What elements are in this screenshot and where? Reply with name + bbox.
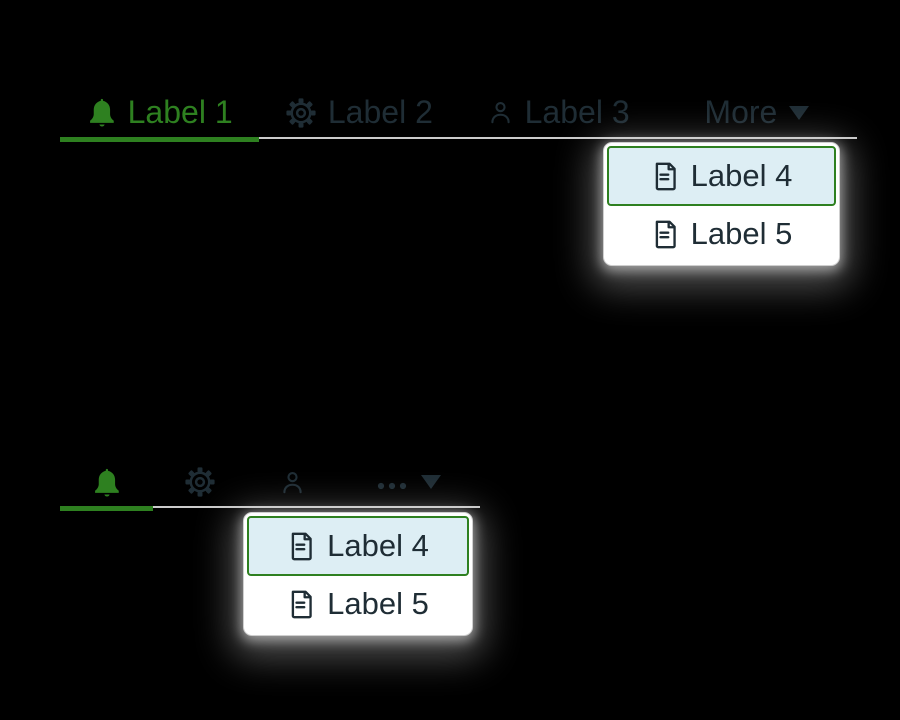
dropdown-menu: Label 4 Label 5 <box>243 512 473 636</box>
user-icon <box>279 466 306 499</box>
file-icon <box>651 160 680 193</box>
file-icon <box>287 588 316 621</box>
tab-label-1[interactable]: Label 1 <box>60 88 260 142</box>
more-label: More <box>704 94 778 130</box>
tab-label: Label 2 <box>327 94 433 130</box>
tabs-demo-icons-only <box>60 458 480 511</box>
tab-more-dropdown[interactable] <box>339 458 480 506</box>
menu-item-label-5[interactable]: Label 5 <box>247 576 469 632</box>
dropdown-menu: Label 4 Label 5 <box>603 142 840 266</box>
menu-item-label: Label 5 <box>690 216 793 251</box>
tab-bar: Label 1 <box>60 88 857 142</box>
tab-bar <box>60 458 480 511</box>
gear-icon <box>285 97 317 129</box>
tab-label: Label 1 <box>127 94 233 130</box>
caret-down-icon <box>788 105 810 121</box>
menu-item-label-4[interactable]: Label 4 <box>247 516 469 576</box>
user-icon <box>487 96 514 129</box>
tabs-demo-labeled: Label 1 <box>60 88 857 142</box>
caret-down-icon <box>420 474 442 490</box>
tab-user[interactable] <box>246 458 339 506</box>
tab-gear[interactable] <box>153 458 246 506</box>
ellipsis-icon <box>377 481 407 491</box>
tab-label: Label 3 <box>524 94 630 130</box>
menu-item-label: Label 5 <box>327 586 429 621</box>
tab-bell[interactable] <box>60 458 153 511</box>
gear-icon <box>184 466 216 498</box>
menu-item-label: Label 4 <box>327 528 429 563</box>
tab-label-3[interactable]: Label 3 <box>459 88 658 137</box>
bell-icon <box>87 96 117 129</box>
menu-item-label-5[interactable]: Label 5 <box>607 206 836 262</box>
tab-more-dropdown[interactable]: More <box>658 88 857 137</box>
bell-icon <box>92 466 122 499</box>
file-icon <box>651 218 680 251</box>
file-icon <box>287 530 316 563</box>
menu-item-label-4[interactable]: Label 4 <box>607 146 836 206</box>
tab-label-2[interactable]: Label 2 <box>259 88 458 137</box>
menu-item-label: Label 4 <box>690 158 793 193</box>
